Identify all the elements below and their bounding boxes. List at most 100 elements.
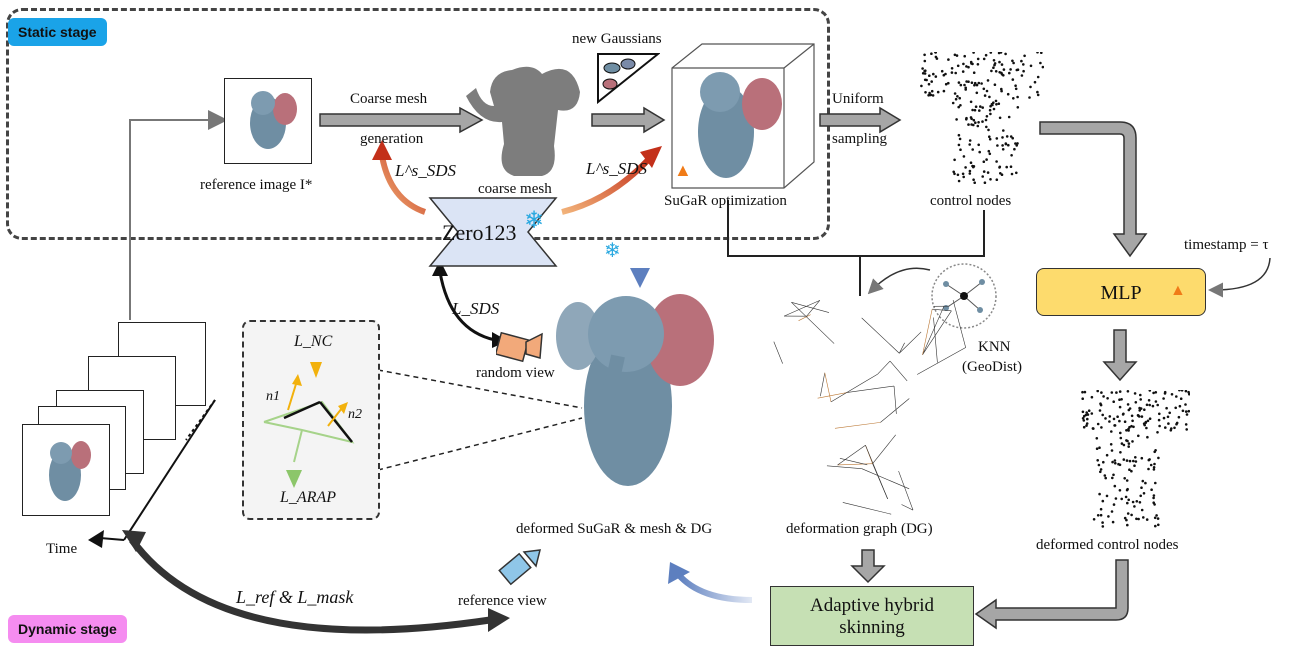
control-node-point (968, 143, 971, 146)
control-node-point (1126, 403, 1130, 406)
knn-label: KNN (978, 339, 1011, 355)
control-node-point (1105, 494, 1109, 498)
control-node-point (968, 172, 972, 175)
control-node-point (1142, 422, 1146, 425)
control-node-point (982, 87, 986, 91)
control-nodes-label: control nodes (930, 193, 1012, 209)
sds-static-left-loss: L^s_SDS (395, 161, 457, 180)
camera-icon (496, 548, 544, 588)
control-node-point (1108, 420, 1111, 423)
control-node-point (1112, 417, 1116, 421)
control-node-point (1082, 419, 1086, 422)
deformed-sugar-label: deformed SuGaR & mesh & DG (516, 521, 713, 537)
control-node-point (1022, 69, 1025, 73)
control-node-point (998, 116, 1002, 120)
control-node-point (977, 143, 980, 147)
control-node-point (1123, 516, 1127, 520)
reference-view-label: reference view (458, 593, 547, 609)
control-node-point (951, 101, 955, 105)
control-node-point (923, 72, 927, 75)
control-node-point (1119, 431, 1122, 435)
control-node-point (959, 104, 962, 107)
control-node-point (1114, 461, 1117, 465)
control-node-point (993, 83, 997, 86)
new-gaussians-icon (596, 52, 660, 104)
control-node-point (1157, 418, 1161, 422)
control-node-point (1029, 64, 1033, 68)
control-node-point (1086, 417, 1089, 421)
control-node-point (1138, 409, 1141, 412)
control-node-point (1085, 411, 1088, 414)
control-node-point (1143, 408, 1146, 411)
dg-edge (842, 502, 892, 515)
control-node-point (1123, 420, 1127, 423)
control-node-point (1152, 466, 1156, 469)
control-node-point (924, 91, 927, 94)
control-node-point (1153, 516, 1157, 520)
control-node-point (1148, 417, 1152, 420)
control-node-point (1099, 507, 1103, 511)
control-node-point (988, 152, 992, 156)
control-node-point (1170, 427, 1173, 430)
control-node-point (923, 53, 926, 57)
control-node-point (950, 71, 954, 74)
control-node-point (973, 181, 976, 184)
control-node-point (970, 123, 973, 126)
dg-edge (922, 309, 933, 355)
blue-arrow-skinning (675, 571, 753, 603)
control-node-point (1137, 434, 1140, 438)
sugar-optimization-label: SuGaR optimization (664, 193, 787, 209)
control-node-point (992, 59, 996, 62)
arap-loss: L_ARAP (280, 489, 336, 506)
control-node-point (1095, 447, 1099, 450)
control-node-point (962, 62, 965, 66)
control-node-point (1014, 84, 1017, 87)
control-node-point (1125, 429, 1128, 432)
control-node-point (1111, 460, 1114, 464)
control-node-point (963, 54, 966, 58)
control-node-point (1173, 426, 1176, 430)
control-node-point (1175, 422, 1178, 426)
control-node-point (962, 175, 965, 179)
control-node-point (994, 70, 998, 73)
snowflake-icon: ❄ (604, 240, 621, 262)
control-node-point (975, 91, 979, 95)
control-node-point (1164, 426, 1167, 429)
control-node-point (954, 71, 957, 75)
control-node-point (988, 95, 991, 99)
control-node-point (1001, 144, 1004, 147)
control-node-point (1033, 80, 1037, 84)
control-node-point (1152, 468, 1156, 471)
control-node-point (967, 65, 970, 69)
control-node-point (953, 92, 957, 95)
control-node-point (972, 52, 975, 54)
control-node-point (953, 53, 957, 57)
snowflake-icon: ❄ (524, 208, 545, 234)
control-node-point (923, 59, 927, 63)
dg-edge (826, 465, 862, 469)
control-node-point (1153, 462, 1156, 466)
control-node-point (1000, 173, 1004, 176)
control-node-point (1096, 422, 1100, 426)
control-node-point (920, 84, 923, 88)
control-node-point (1139, 393, 1142, 397)
control-node-point (986, 171, 990, 174)
control-node-point (1157, 456, 1160, 460)
control-node-point (1012, 61, 1015, 65)
dg-edge (798, 314, 811, 321)
control-node-point (1096, 459, 1099, 462)
control-node-point (956, 173, 960, 177)
control-node-point (963, 83, 966, 87)
control-node-point (1107, 515, 1110, 518)
control-node-point (1085, 424, 1088, 427)
control-node-point (1011, 78, 1015, 81)
control-node-point (1098, 409, 1102, 412)
control-node-point (1118, 489, 1122, 492)
control-node-point (1123, 477, 1126, 480)
control-node-point (998, 71, 1001, 74)
dg-edge (824, 372, 832, 402)
control-node-point (956, 95, 959, 98)
control-node-point (995, 103, 998, 106)
control-node-point (972, 71, 976, 74)
